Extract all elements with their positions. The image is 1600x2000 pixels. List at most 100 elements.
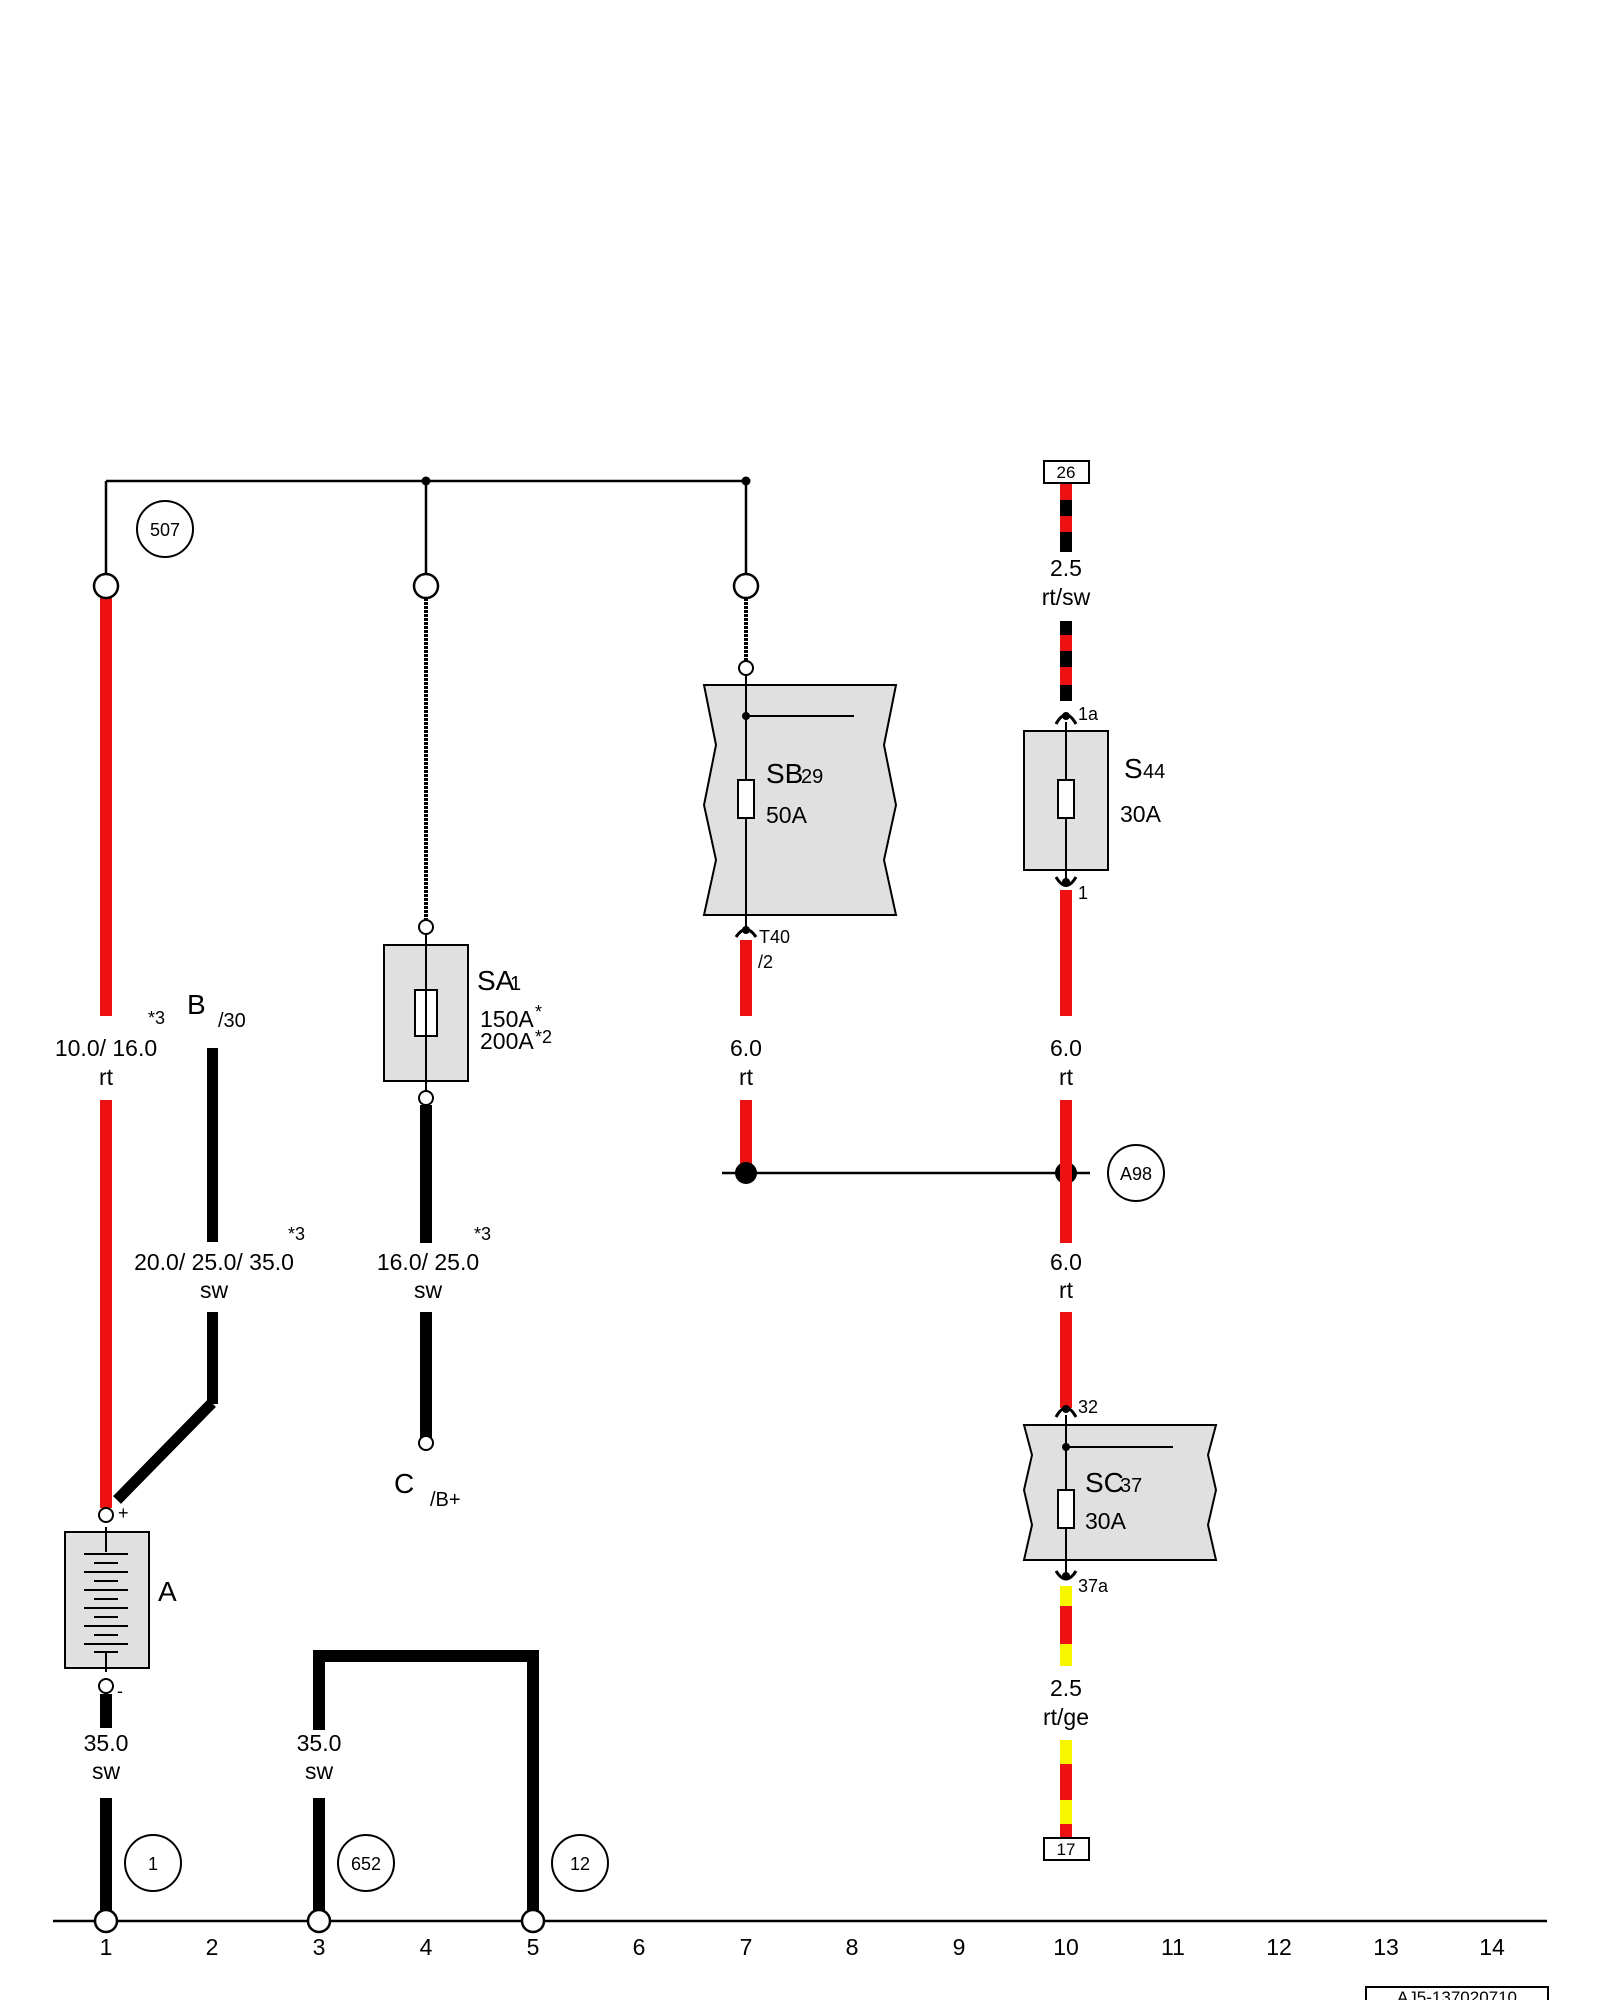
fuse-sc37-rating: 30A xyxy=(1085,1508,1127,1534)
wire-color-col7: rt xyxy=(739,1064,754,1090)
wire-col1-red xyxy=(100,598,112,1508)
svg-text:*: * xyxy=(535,1002,542,1022)
junction-dot-col7 xyxy=(735,1162,757,1184)
svg-text:37a: 37a xyxy=(1078,1576,1109,1596)
battery-minus-terminal xyxy=(98,1678,114,1694)
terminal-col4-top xyxy=(412,572,440,600)
svg-text:11: 11 xyxy=(1161,1934,1185,1960)
svg-text:1: 1 xyxy=(1078,883,1088,903)
wire-size-col10-bottom: 2.5 xyxy=(1050,1675,1082,1701)
svg-text:/2: /2 xyxy=(758,952,773,972)
wire-col2-black xyxy=(113,1048,218,1504)
wire-color-col4: sw xyxy=(414,1277,443,1303)
bus-junction-dot xyxy=(741,476,751,486)
wire-size-col1-ground: 35.0 xyxy=(84,1730,129,1756)
svg-text:*2: *2 xyxy=(535,1027,552,1047)
connection-point-a98: A98 xyxy=(1107,1144,1165,1202)
svg-text:+: + xyxy=(118,1503,129,1523)
wire-col7-red xyxy=(740,940,752,1174)
wire-col3-ground xyxy=(313,1650,539,1922)
fuse-sb29-label: SB xyxy=(766,758,803,789)
ground-point-1: 1 xyxy=(124,1834,182,1892)
wire-color-col3: sw xyxy=(305,1758,334,1784)
wire-size-col2: 20.0/ 25.0/ 35.0 xyxy=(134,1249,294,1275)
wire-color-col1: rt xyxy=(99,1064,114,1090)
wire-color-col2: sw xyxy=(200,1277,229,1303)
svg-text:10: 10 xyxy=(1053,1934,1079,1960)
wire-color-col10-upper: rt xyxy=(1059,1064,1074,1090)
top-bus xyxy=(104,479,748,575)
fuse-sa1-rating-alt: 200A xyxy=(480,1028,534,1054)
wire-size-col10-mid: 6.0 xyxy=(1050,1249,1082,1275)
wire-size-col3: 35.0 xyxy=(297,1730,342,1756)
terminal-sb29-in xyxy=(738,660,754,676)
terminal-col1-top xyxy=(92,572,120,600)
wire-col10-top-rtsw xyxy=(1060,484,1072,701)
svg-text:1: 1 xyxy=(148,1854,158,1874)
svg-text:12: 12 xyxy=(570,1854,590,1874)
svg-text:/30: /30 xyxy=(218,1010,246,1032)
label-c: C xyxy=(394,1468,414,1499)
ref-box-26: 26 xyxy=(1043,460,1090,484)
terminal-c xyxy=(418,1435,434,1451)
wire-size-col10-upper: 6.0 xyxy=(1050,1035,1082,1061)
svg-text:5: 5 xyxy=(527,1934,540,1960)
svg-text:37: 37 xyxy=(1120,1475,1142,1497)
svg-text:32: 32 xyxy=(1078,1397,1098,1417)
svg-text:652: 652 xyxy=(351,1854,381,1874)
svg-text:12: 12 xyxy=(1266,1934,1292,1960)
svg-text:14: 14 xyxy=(1479,1934,1505,1960)
fuse-sb29-rating: 50A xyxy=(766,802,808,828)
svg-text:7: 7 xyxy=(740,1934,753,1960)
svg-text:4: 4 xyxy=(420,1934,433,1960)
terminal-col7-top xyxy=(732,572,760,600)
wire-col4-black xyxy=(420,1105,432,1445)
ground-point-12: 12 xyxy=(551,1834,609,1892)
ground-terminal-col5 xyxy=(520,1908,546,1934)
fuse-sc37-label: SC xyxy=(1085,1467,1124,1498)
fuse-sa1 xyxy=(383,934,469,1093)
ground-terminal-col3 xyxy=(306,1908,332,1934)
terminal-sa1-in xyxy=(418,919,434,935)
svg-text:*3: *3 xyxy=(474,1224,491,1244)
svg-text:A98: A98 xyxy=(1120,1164,1152,1184)
svg-text:8: 8 xyxy=(846,1934,859,1960)
svg-text:17: 17 xyxy=(1057,1840,1076,1859)
svg-text:*3: *3 xyxy=(148,1008,165,1028)
wire-size-col4: 16.0/ 25.0 xyxy=(377,1249,479,1275)
terminal-sa1-out xyxy=(418,1090,434,1106)
doc-id-box: AJ5-137020710 xyxy=(1365,1986,1549,2000)
wire-size-col7: 6.0 xyxy=(730,1035,762,1061)
fuse-block-sc37 xyxy=(1022,1415,1218,1572)
wire-color-col10-top: rt/sw xyxy=(1042,584,1091,610)
svg-text:1: 1 xyxy=(100,1934,113,1960)
svg-text:AJ5-137020710: AJ5-137020710 xyxy=(1397,1988,1517,2000)
svg-text:*3: *3 xyxy=(288,1224,305,1244)
wire-size-col10-top: 2.5 xyxy=(1050,555,1082,581)
svg-text:29: 29 xyxy=(801,766,823,788)
svg-text:9: 9 xyxy=(953,1934,966,1960)
svg-text:6: 6 xyxy=(633,1934,646,1960)
wire-col10-red xyxy=(1060,890,1072,1408)
label-b: B xyxy=(187,989,206,1020)
ground-point-652: 652 xyxy=(337,1834,395,1892)
svg-text:13: 13 xyxy=(1373,1934,1399,1960)
battery-label: A xyxy=(158,1576,177,1607)
fuse-sa1-rating: 150A xyxy=(480,1006,534,1032)
fuse-s44-label: S xyxy=(1124,753,1143,784)
svg-text:3: 3 xyxy=(313,1934,326,1960)
wire-color-col10-bottom: rt/ge xyxy=(1043,1704,1089,1730)
wire-col10-bottom-rtge xyxy=(1060,1586,1072,1838)
battery-plus-terminal xyxy=(98,1507,114,1523)
svg-text:26: 26 xyxy=(1057,463,1076,482)
svg-text:507: 507 xyxy=(150,520,180,540)
connection-point-507: 507 xyxy=(136,500,194,558)
battery-a xyxy=(64,1527,150,1672)
bus-junction-dot xyxy=(421,476,431,486)
svg-text:44: 44 xyxy=(1143,761,1165,783)
fuse-s44-rating: 30A xyxy=(1120,801,1162,827)
svg-text:1: 1 xyxy=(510,973,521,995)
svg-text:1a: 1a xyxy=(1078,704,1099,724)
svg-text:/B+: /B+ xyxy=(430,1489,461,1511)
